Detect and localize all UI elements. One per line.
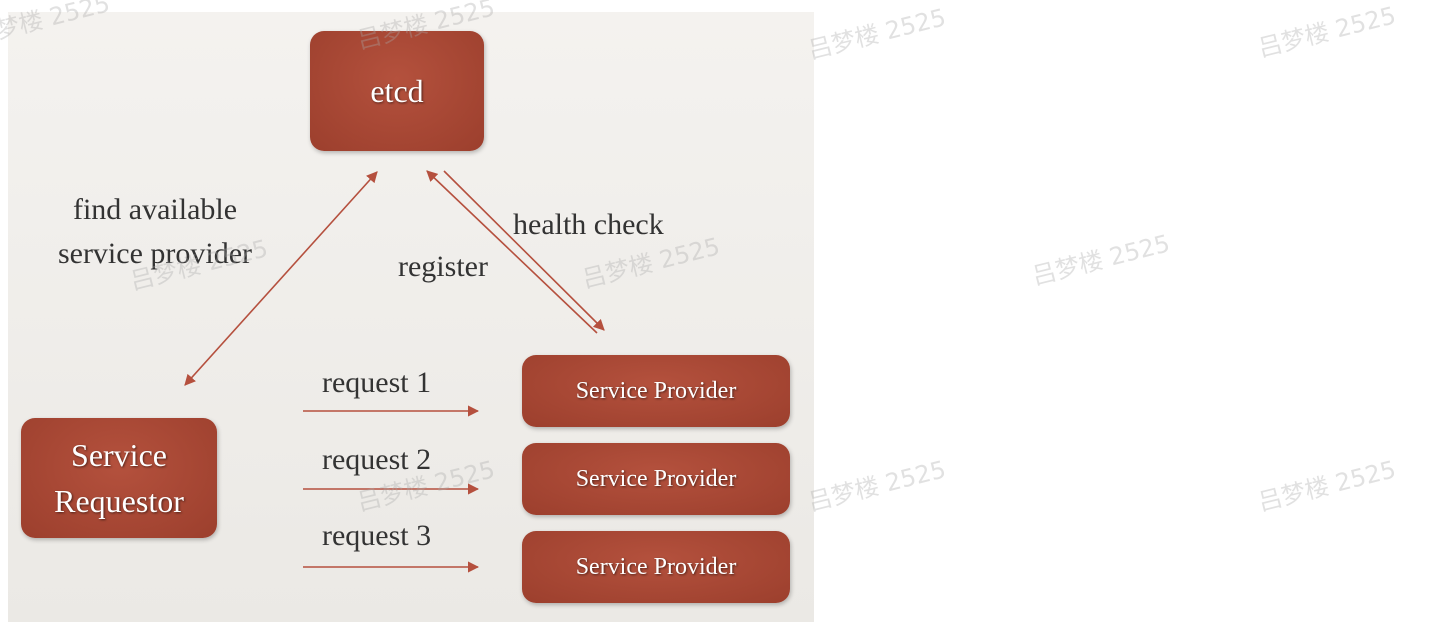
requestor-label-line2: Requestor (54, 483, 184, 519)
request3-label: request 3 (322, 519, 432, 552)
service-provider-node-1: Service Provider (522, 355, 790, 427)
find-label-line1: find available (72, 193, 238, 226)
find-label-line2: service provider (57, 237, 253, 270)
etcd-node: etcd (310, 31, 484, 151)
etcd-label: etcd (370, 72, 424, 109)
find-available-label: find available service provider (30, 188, 280, 276)
requestor-label-line1: Service (71, 437, 167, 473)
find-arrow (184, 171, 378, 386)
service-requestor-node: Service Requestor (21, 418, 217, 538)
request2-label: request 2 (322, 443, 432, 476)
register-label: register (398, 250, 488, 283)
health-check-label: health check (513, 208, 664, 241)
provider-label: Service Provider (575, 465, 737, 492)
service-provider-node-3: Service Provider (522, 531, 790, 603)
health-check-arrow (443, 170, 605, 331)
service-provider-node-2: Service Provider (522, 443, 790, 515)
provider-label: Service Provider (575, 377, 737, 404)
provider-label: Service Provider (575, 553, 737, 580)
request1-label: request 1 (322, 366, 432, 399)
register-arrow (426, 170, 598, 334)
